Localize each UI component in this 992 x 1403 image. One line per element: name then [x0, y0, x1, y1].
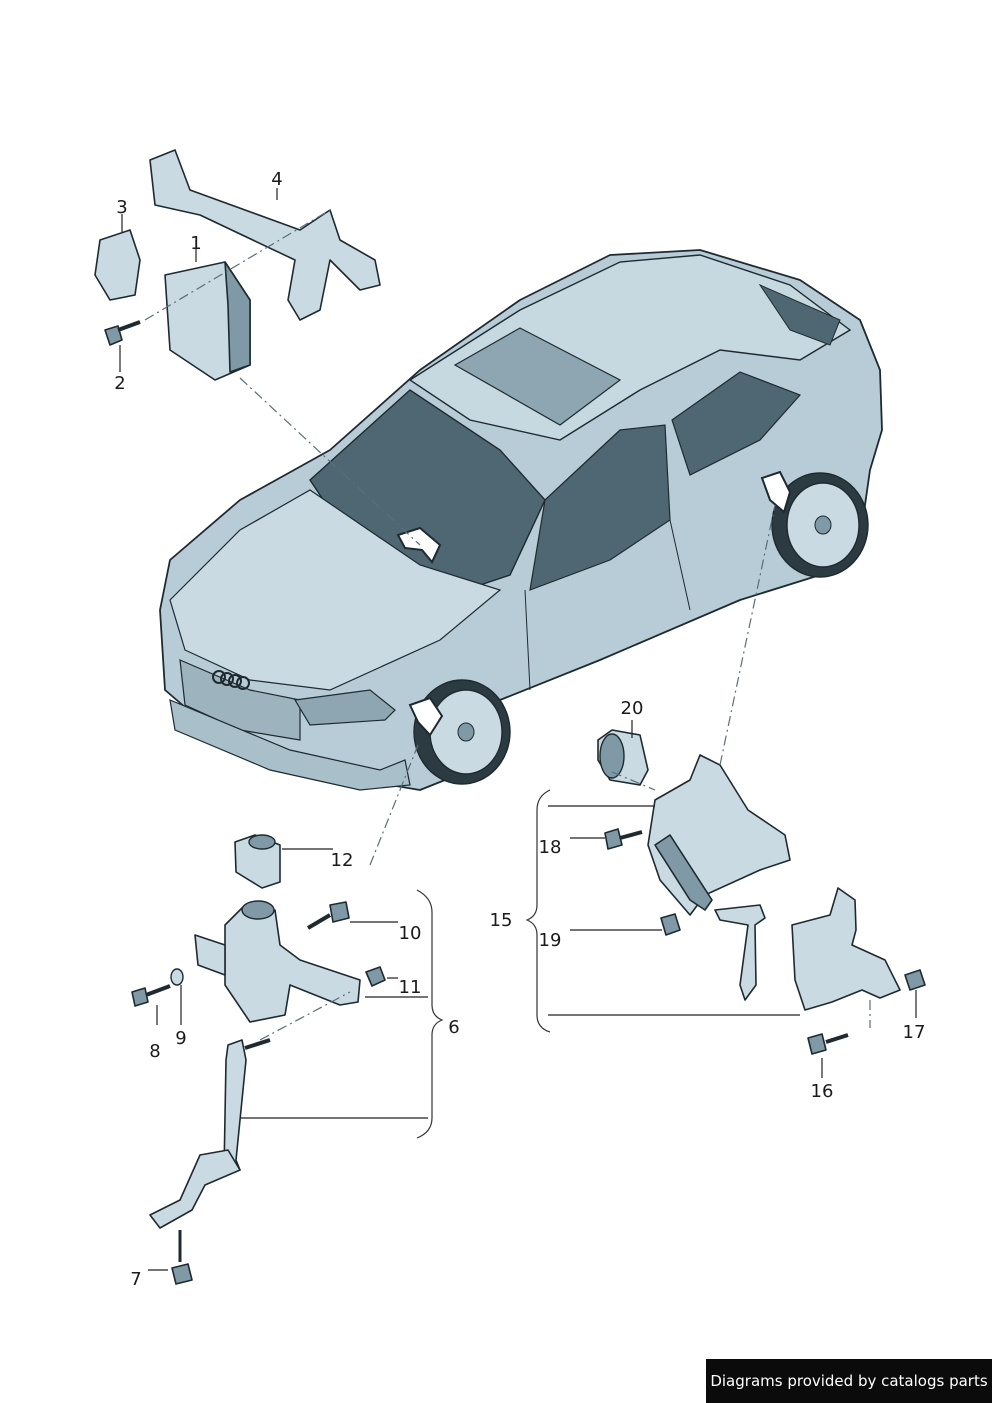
callout-2: 2 — [114, 373, 126, 394]
footer-credit: Diagrams provided by catalogs parts — [706, 1359, 992, 1403]
rear-level-sensor-group — [525, 504, 926, 1078]
callout-15: 15 — [489, 910, 513, 931]
bushing-part — [234, 834, 333, 889]
callout-8: 8 — [149, 1041, 161, 1062]
callout-4: 4 — [271, 169, 283, 190]
front-level-sensor-group — [131, 744, 444, 1285]
logo-rings-icon — [212, 670, 250, 690]
callout-7: 7 — [130, 1269, 142, 1290]
callout-12: 12 — [330, 850, 354, 871]
callout-18: 18 — [538, 837, 562, 858]
control-module-group — [94, 149, 421, 546]
callout-1: 1 — [190, 233, 202, 254]
callout-19: 19 — [538, 930, 562, 951]
callout-20: 20 — [620, 698, 644, 719]
callout-6: 6 — [448, 1017, 460, 1038]
callout-3: 3 — [116, 197, 128, 218]
callout-16: 16 — [810, 1081, 834, 1102]
callout-9: 9 — [175, 1028, 187, 1049]
car-illustration — [159, 249, 883, 791]
callout-10: 10 — [398, 923, 422, 944]
callout-11: 11 — [398, 977, 422, 998]
callout-17: 17 — [902, 1022, 926, 1043]
